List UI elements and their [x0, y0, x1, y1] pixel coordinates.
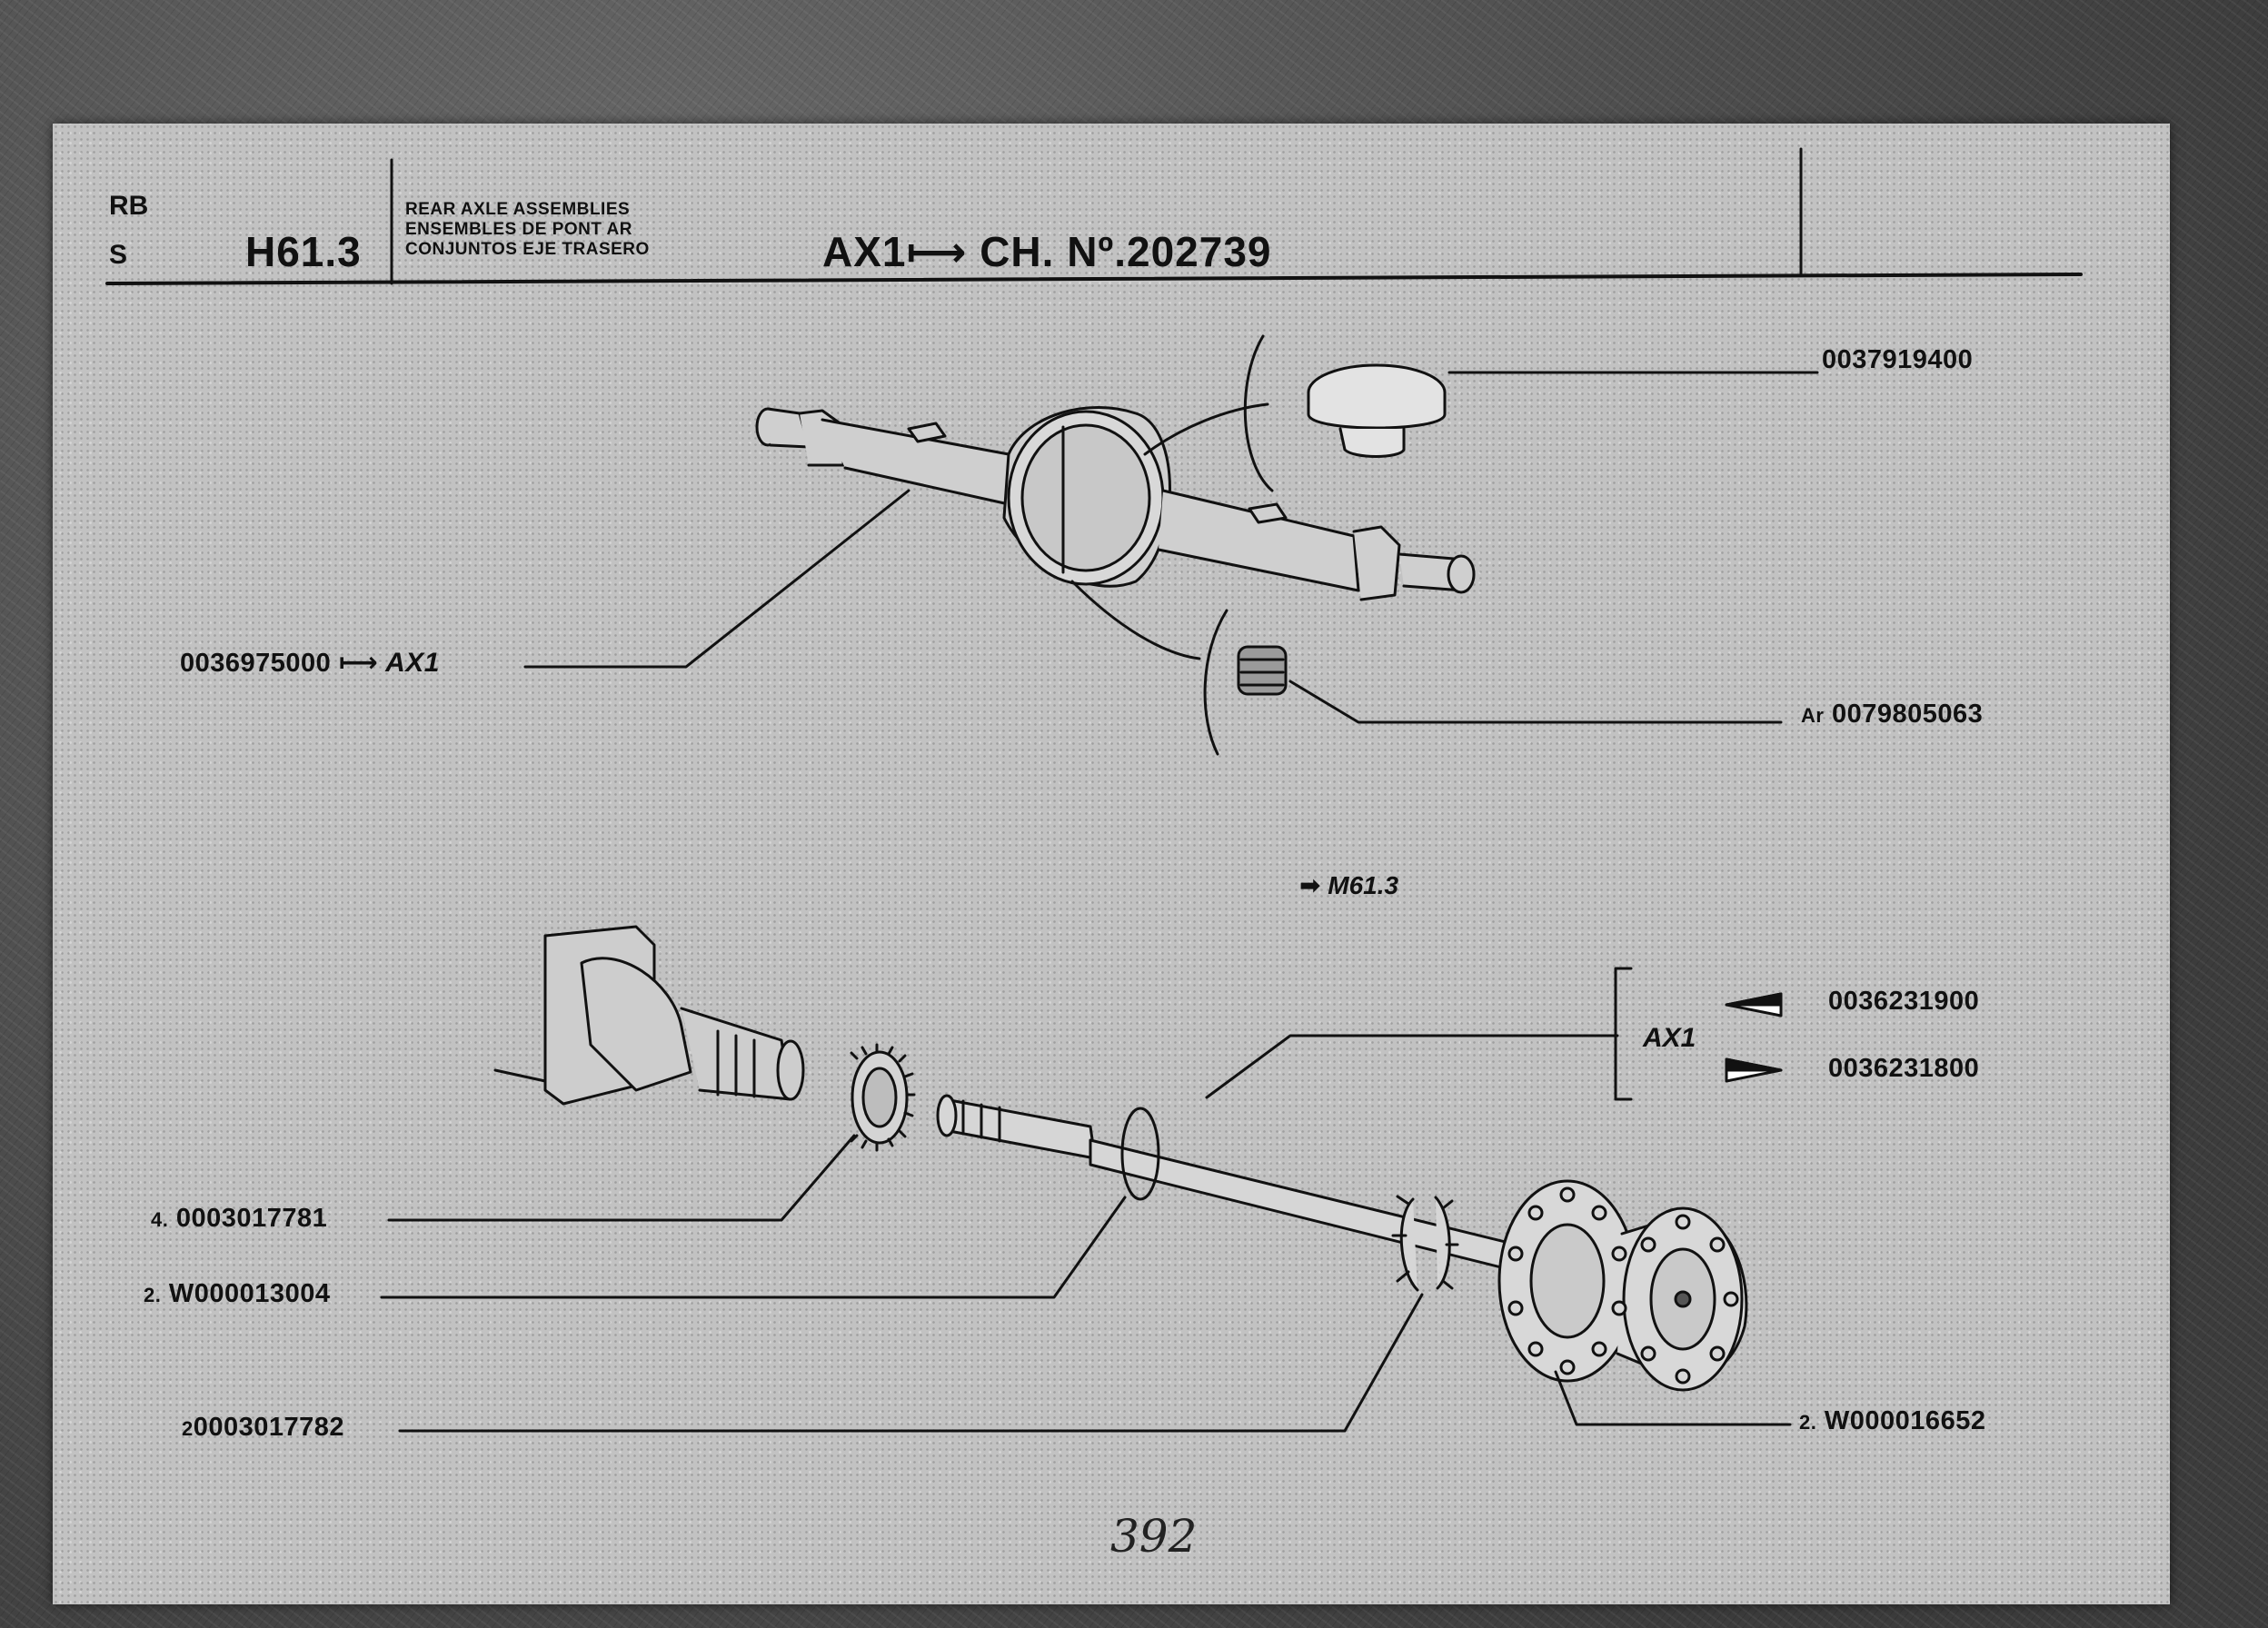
cross-reference: ➡ M61.3 — [1299, 870, 1398, 900]
cross-reference-code: M61.3 — [1328, 871, 1399, 899]
quantity: 4. — [151, 1208, 169, 1231]
part-number: 0036231900 — [1828, 987, 1980, 1016]
callout-lock-washer: 20003017782 — [182, 1413, 344, 1443]
header-title: REAR AXLE ASSEMBLIES ENSEMBLES DE PONT A… — [405, 200, 650, 260]
drive-shaft-drawing — [936, 1094, 1576, 1292]
part-number: 0003017781 — [175, 1204, 328, 1233]
header-code-top: RB — [109, 191, 149, 221]
callout-axle-housing: 0036975000 ⟼ AX1 — [180, 647, 440, 679]
callout-drain-plug: Ar 0079805063 — [1801, 700, 1983, 730]
page-number: 392 — [1110, 1510, 1198, 1563]
part-number: W000013004 — [168, 1279, 331, 1308]
header-rule — [105, 273, 2083, 285]
title-french: ENSEMBLES DE PONT AR — [405, 220, 632, 239]
cover-drawing — [1307, 363, 1447, 458]
title-spanish: CONJUNTOS EJE TRASERO — [405, 240, 650, 259]
axle-housing-drawing — [755, 406, 1476, 601]
callout-shaft-right: 0036231800 — [1828, 1054, 1979, 1084]
quantity: 2. — [1799, 1411, 1817, 1434]
part-number: 0036231800 — [1828, 1054, 1980, 1083]
quantity: 2. — [144, 1284, 162, 1306]
arrow-right-icon: ➡ — [1299, 871, 1328, 899]
callout-cover: 0037919400 — [1822, 345, 1973, 375]
callout-circlip: 2. W000013004 — [144, 1279, 330, 1309]
callout-ring-gear: 4. 0003017781 — [151, 1204, 327, 1234]
callout-shaft-left: 0036231900 — [1828, 987, 1979, 1017]
part-number: 0003017782 — [193, 1413, 345, 1442]
quantity: 2 — [182, 1417, 194, 1440]
ring-gear-drawing — [850, 1043, 916, 1152]
section-code: H61.3 — [245, 228, 362, 275]
leader-lines — [380, 371, 1819, 1433]
part-number: 0037919400 — [1822, 345, 1974, 374]
part-number: 0036975000 — [180, 649, 332, 678]
applicability-range: AX1⟼ CH. Nº.202739 — [822, 228, 1272, 275]
applicability-suffix: ⟼ AX1 — [338, 648, 440, 678]
group-label: AX1 — [1643, 1023, 1696, 1053]
catalog-sheet — [53, 124, 2170, 1604]
callout-hub-gasket: 2. W000016652 — [1799, 1406, 1985, 1436]
part-number: 0079805063 — [1832, 700, 1984, 729]
header-code-bottom: S — [109, 240, 128, 270]
hub-flange-drawing — [1497, 1179, 1748, 1392]
spindle-drawing — [493, 925, 805, 1106]
quantity: Ar — [1801, 704, 1825, 727]
title-english: REAR AXLE ASSEMBLIES — [405, 200, 631, 219]
part-number: W000016652 — [1824, 1406, 1986, 1435]
drain-plug-drawing — [1237, 645, 1288, 696]
